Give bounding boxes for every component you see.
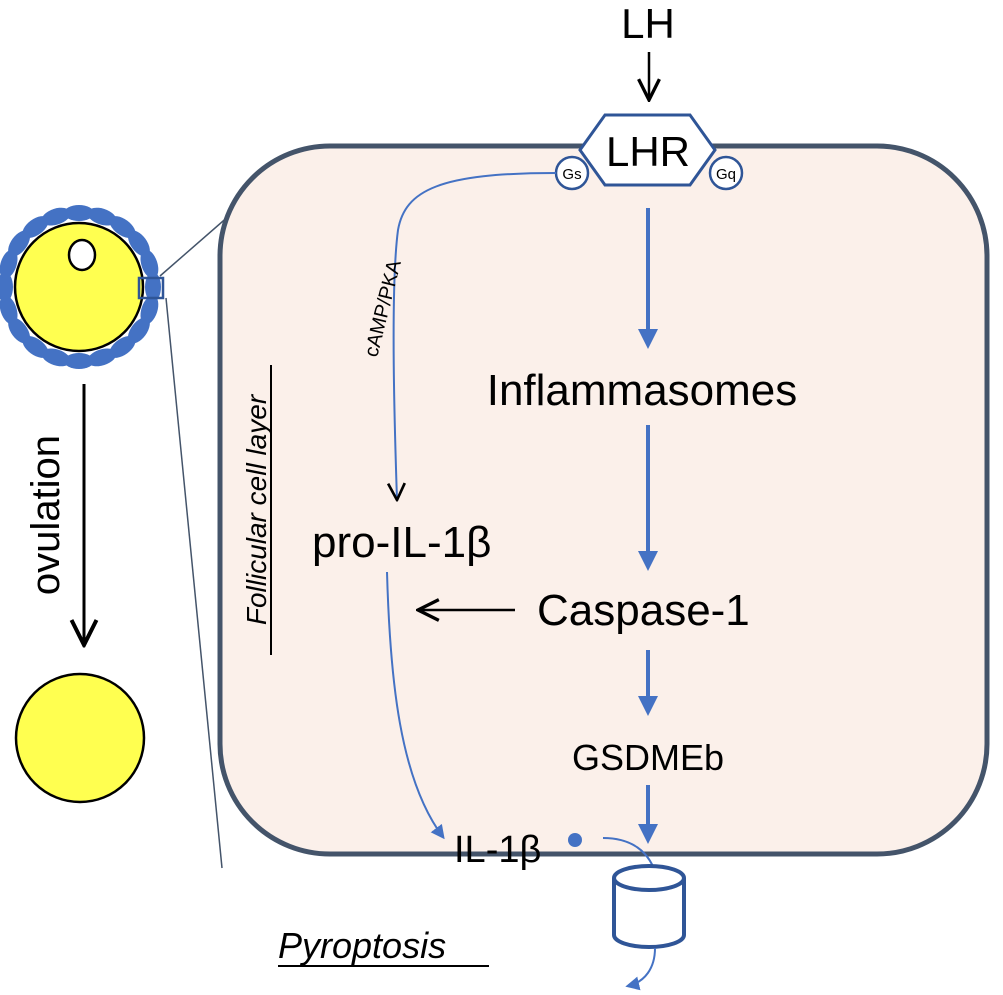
arrow-pro-il1b-to-il1b [386, 571, 445, 840]
il1b-molecule [568, 833, 582, 847]
pro-il1b-label: pro-IL-1β [312, 518, 491, 567]
follicle-cell [64, 353, 94, 369]
pyroptosis-label: Pyroptosis [278, 925, 446, 966]
follicle-cell [0, 272, 13, 302]
zoom-region-box [137, 276, 165, 300]
arrow-release-out [625, 947, 656, 991]
gq-protein [708, 155, 744, 191]
follicle-cell [87, 207, 117, 226]
follicular-cell-layer-label: Follicular cell layer [241, 393, 272, 625]
oocyte [13, 221, 145, 353]
follicle-cell [145, 272, 161, 302]
lhr-label: LHR [606, 128, 690, 175]
inflammasomes-label: Inflammasomes [487, 366, 798, 415]
follicle-cell [140, 295, 159, 325]
il1b-label: IL-1β [454, 829, 541, 871]
caspase1-label: Caspase-1 [537, 586, 750, 635]
lh-label: LH [621, 0, 675, 47]
ovulation-label: ovulation [24, 435, 68, 595]
follicle-cell [87, 348, 117, 367]
follicle-cell [41, 207, 71, 226]
follicle-cell [0, 295, 18, 325]
follicle-cell [140, 249, 159, 279]
gq-label: Gq [716, 166, 736, 183]
ovulated-oocyte [14, 672, 146, 804]
gsdme-pore [612, 864, 686, 949]
gsdmeb-label: GSDMEb [572, 737, 724, 778]
follicle-cell [0, 249, 18, 279]
follicle-cells [0, 205, 161, 369]
follicle-cell [41, 348, 71, 367]
gs-label: Gs [562, 166, 581, 183]
zoom-connector-bottom [165, 297, 223, 869]
lhr-receptor [578, 113, 717, 187]
follicle-cell [64, 205, 94, 221]
germinal-vesicle [67, 238, 97, 272]
follicle-pre-ovulation [0, 205, 165, 369]
camp-pka-arrow [394, 172, 557, 500]
